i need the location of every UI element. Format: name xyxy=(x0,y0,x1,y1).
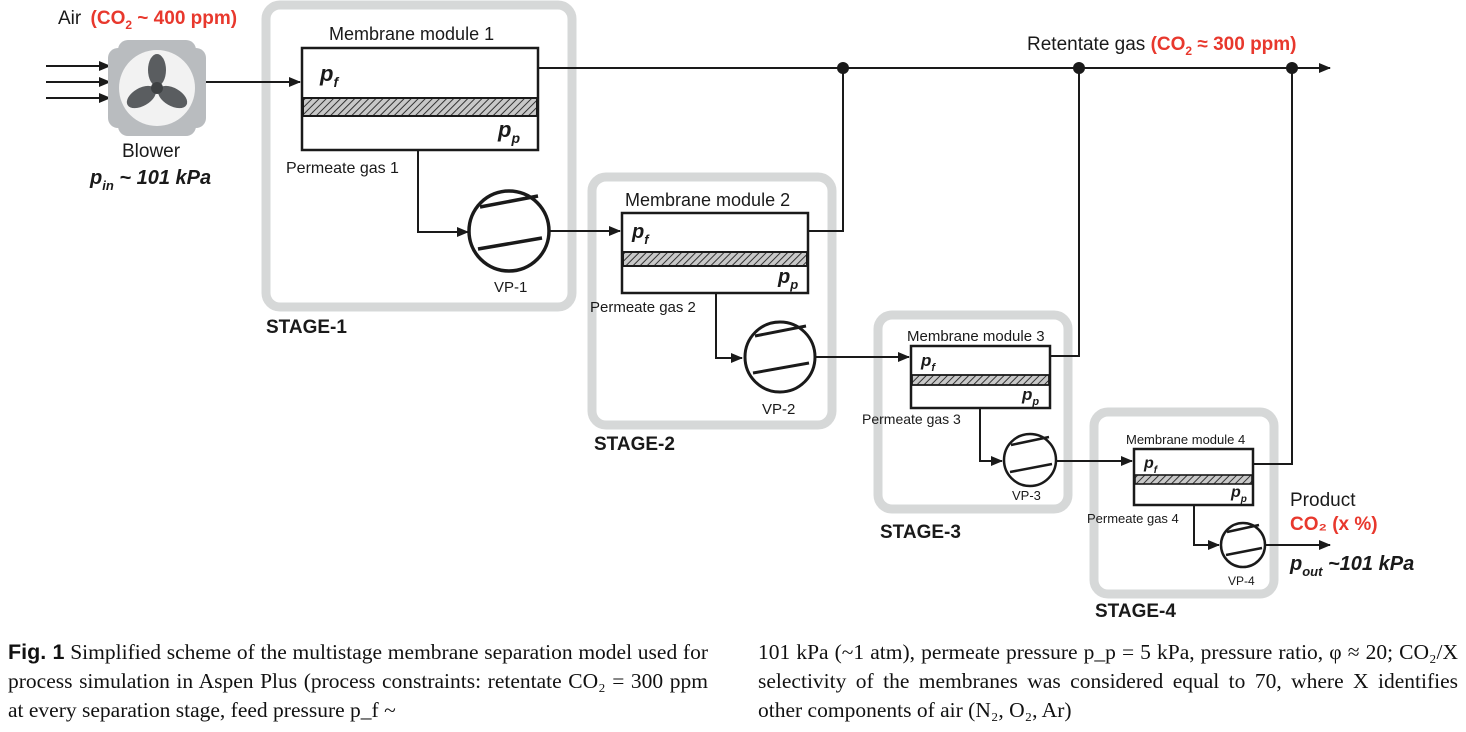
membrane-module-1 xyxy=(300,46,540,152)
stage-2-box xyxy=(587,172,837,430)
stage-4-box xyxy=(1089,407,1279,599)
vacuum-pump-3-icon xyxy=(1002,432,1058,488)
permeate-1-line xyxy=(417,150,469,237)
module-3-title: Membrane module 3 xyxy=(907,328,1045,345)
stage-3-box xyxy=(873,310,1073,514)
module-4-pp: pp xyxy=(1230,484,1247,505)
stage-1-box xyxy=(261,0,577,312)
caption-left: Fig. 1 Simplified scheme of the multista… xyxy=(8,638,708,725)
junction-dot-3 xyxy=(1286,62,1298,74)
blower-fan-icon xyxy=(108,40,206,136)
module-4-pf: pf xyxy=(1143,455,1159,476)
stage-4-label: STAGE-4 xyxy=(1095,601,1176,622)
retentate-label: Retentate gas (CO2 ≈ 300 ppm) xyxy=(1027,34,1297,58)
permeate-2-line xyxy=(715,293,743,363)
stage-1-label: STAGE-1 xyxy=(266,317,347,338)
pump-1-label: VP-1 xyxy=(494,279,527,296)
product-co2-label: CO₂ (x %) xyxy=(1290,514,1378,535)
figure-label: Fig. 1 xyxy=(8,640,65,664)
pump-4-label: VP-4 xyxy=(1228,574,1255,588)
junction-dot-2 xyxy=(1073,62,1085,74)
pump-2-label: VP-2 xyxy=(762,401,795,418)
module-3-permeate-label: Permeate gas 3 xyxy=(862,411,961,427)
module-1-pf: pf xyxy=(319,61,339,90)
caption-right: 101 kPa (~1 atm), permeate pressure p_p … xyxy=(758,638,1458,725)
module-3-pf: pf xyxy=(920,351,936,374)
module-1-pp: pp xyxy=(497,117,520,146)
blower-label: Blower xyxy=(122,141,181,162)
module-2-pp: pp xyxy=(777,266,798,292)
module-2-title: Membrane module 2 xyxy=(625,190,790,210)
retentate-3-line xyxy=(1050,68,1080,357)
retentate-4-line xyxy=(1253,68,1293,465)
product-label: Product xyxy=(1290,490,1356,511)
membrane-module-2 xyxy=(620,211,810,295)
caption-right-text: 101 kPa (~1 atm), permeate pressure p_p … xyxy=(758,640,1458,722)
module-2-permeate-label: Permeate gas 2 xyxy=(590,299,696,316)
membrane-module-4 xyxy=(1132,447,1255,507)
product-pressure: pout ~101 kPa xyxy=(1289,553,1414,579)
vacuum-pump-2-icon xyxy=(743,320,817,394)
process-diagram: Air (CO2 ~ 400 ppm) Blower pin ~ 101 kPa… xyxy=(46,0,1414,622)
module-4-title: Membrane module 4 xyxy=(1126,432,1245,447)
membrane-module-3 xyxy=(909,344,1052,410)
module-3-pp: pp xyxy=(1021,385,1039,408)
air-label: Air (CO2 ~ 400 ppm) xyxy=(58,8,237,32)
caption-left-text: Simplified scheme of the multistage memb… xyxy=(8,640,708,722)
vacuum-pump-4-icon xyxy=(1219,521,1267,569)
stage-3-label: STAGE-3 xyxy=(880,522,961,543)
pump-3-label: VP-3 xyxy=(1012,488,1041,503)
module-1-title: Membrane module 1 xyxy=(329,24,494,44)
blower-pressure: pin ~ 101 kPa xyxy=(89,167,211,193)
vacuum-pump-1-icon xyxy=(467,189,551,273)
retentate-2-line xyxy=(808,68,844,232)
stage-2-label: STAGE-2 xyxy=(594,434,675,455)
permeate-3-line xyxy=(979,408,1003,466)
module-2-pf: pf xyxy=(631,221,650,247)
module-4-permeate-label: Permeate gas 4 xyxy=(1087,511,1179,526)
permeate-4-line xyxy=(1193,505,1220,550)
junction-dot-1 xyxy=(837,62,849,74)
module-1-permeate-label: Permeate gas 1 xyxy=(286,160,399,177)
